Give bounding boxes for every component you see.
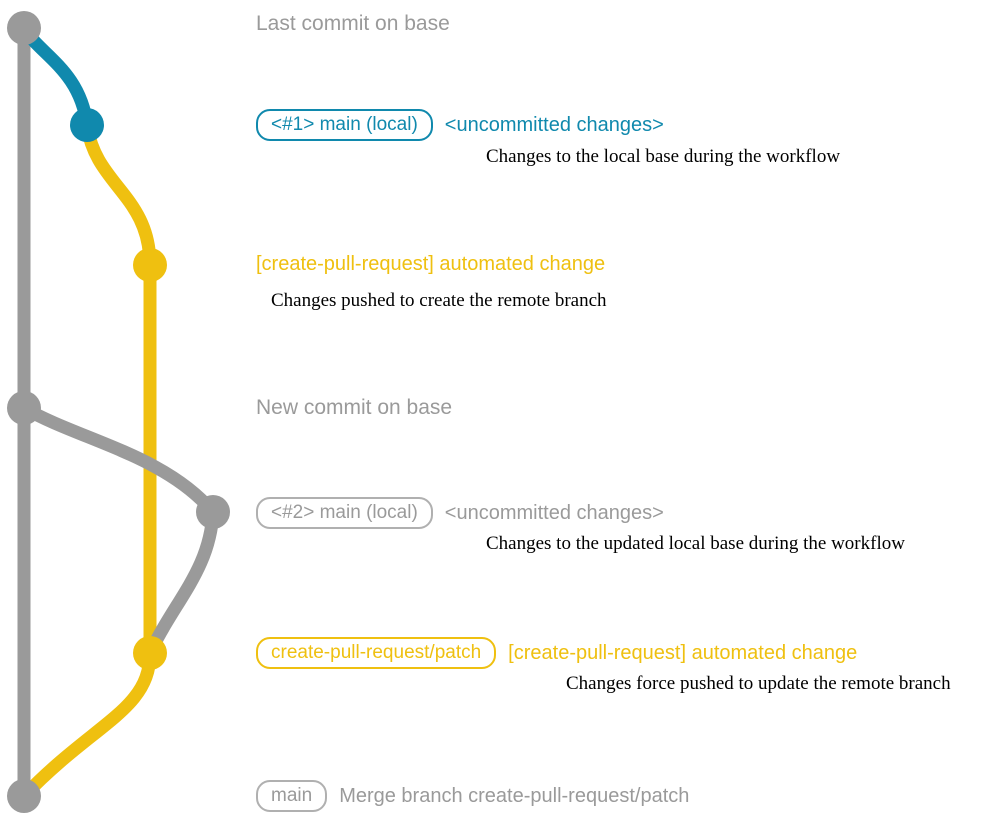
commit-description-local-1: Changes to the local base during the wor…: [486, 146, 841, 167]
commit-subject-last-commit-on-base: Last commit on base: [256, 12, 450, 35]
branch-pill-automated-change-2[interactable]: create-pull-request/patch: [256, 637, 497, 669]
commit-node-local-1[interactable]: [70, 108, 104, 142]
commit-subject-local-2: <uncommitted changes>: [444, 501, 664, 524]
commit-subject-local-1: <uncommitted changes>: [444, 113, 664, 136]
branch-pill-local-2[interactable]: <#2> main (local): [256, 497, 433, 529]
row-local-1: <#1> main (local) <uncommitted changes>: [256, 109, 664, 141]
branch-pill-main[interactable]: main: [256, 780, 328, 812]
row-merge-commit: main Merge branch create-pull-request/pa…: [256, 780, 689, 812]
commit-subject-automated-change-1: [create-pull-request] automated change: [256, 253, 606, 275]
commit-description-local-2: Changes to the updated local base during…: [486, 533, 905, 554]
local-branch-line: [17, 21, 94, 132]
remote-branch-line: [80, 118, 157, 660]
commit-description-automated-change-1: Changes pushed to create the remote bran…: [271, 290, 607, 311]
commit-description-automated-change-2: Changes force pushed to update the remot…: [566, 673, 951, 694]
base-to-local2-line: [17, 401, 220, 519]
commit-node-last-commit-on-base[interactable]: [7, 11, 41, 45]
commit-node-automated-change-2[interactable]: [133, 636, 167, 670]
branch-pill-local-1[interactable]: <#1> main (local): [256, 109, 433, 141]
commit-subject-merge: Merge branch create-pull-request/patch: [339, 784, 690, 807]
remote-branch-merge-line: [17, 646, 157, 803]
commit-node-automated-change-1[interactable]: [133, 248, 167, 282]
row-last-commit-on-base: Last commit on base: [256, 12, 450, 36]
row-automated-change-2: create-pull-request/patch [create-pull-r…: [256, 637, 857, 669]
commit-node-new-commit-on-base[interactable]: [7, 391, 41, 425]
commit-node-local-2[interactable]: [196, 495, 230, 529]
commit-subject-new-commit-on-base: New commit on base: [256, 396, 453, 419]
row-new-commit-on-base: New commit on base: [256, 396, 452, 420]
row-local-2: <#2> main (local) <uncommitted changes>: [256, 497, 664, 529]
local2-to-patch-line: [143, 505, 220, 660]
commit-node-merge[interactable]: [7, 779, 41, 813]
commit-subject-automated-change-2: [create-pull-request] automated change: [508, 641, 858, 664]
row-automated-change-1: [create-pull-request] automated change: [256, 253, 605, 276]
